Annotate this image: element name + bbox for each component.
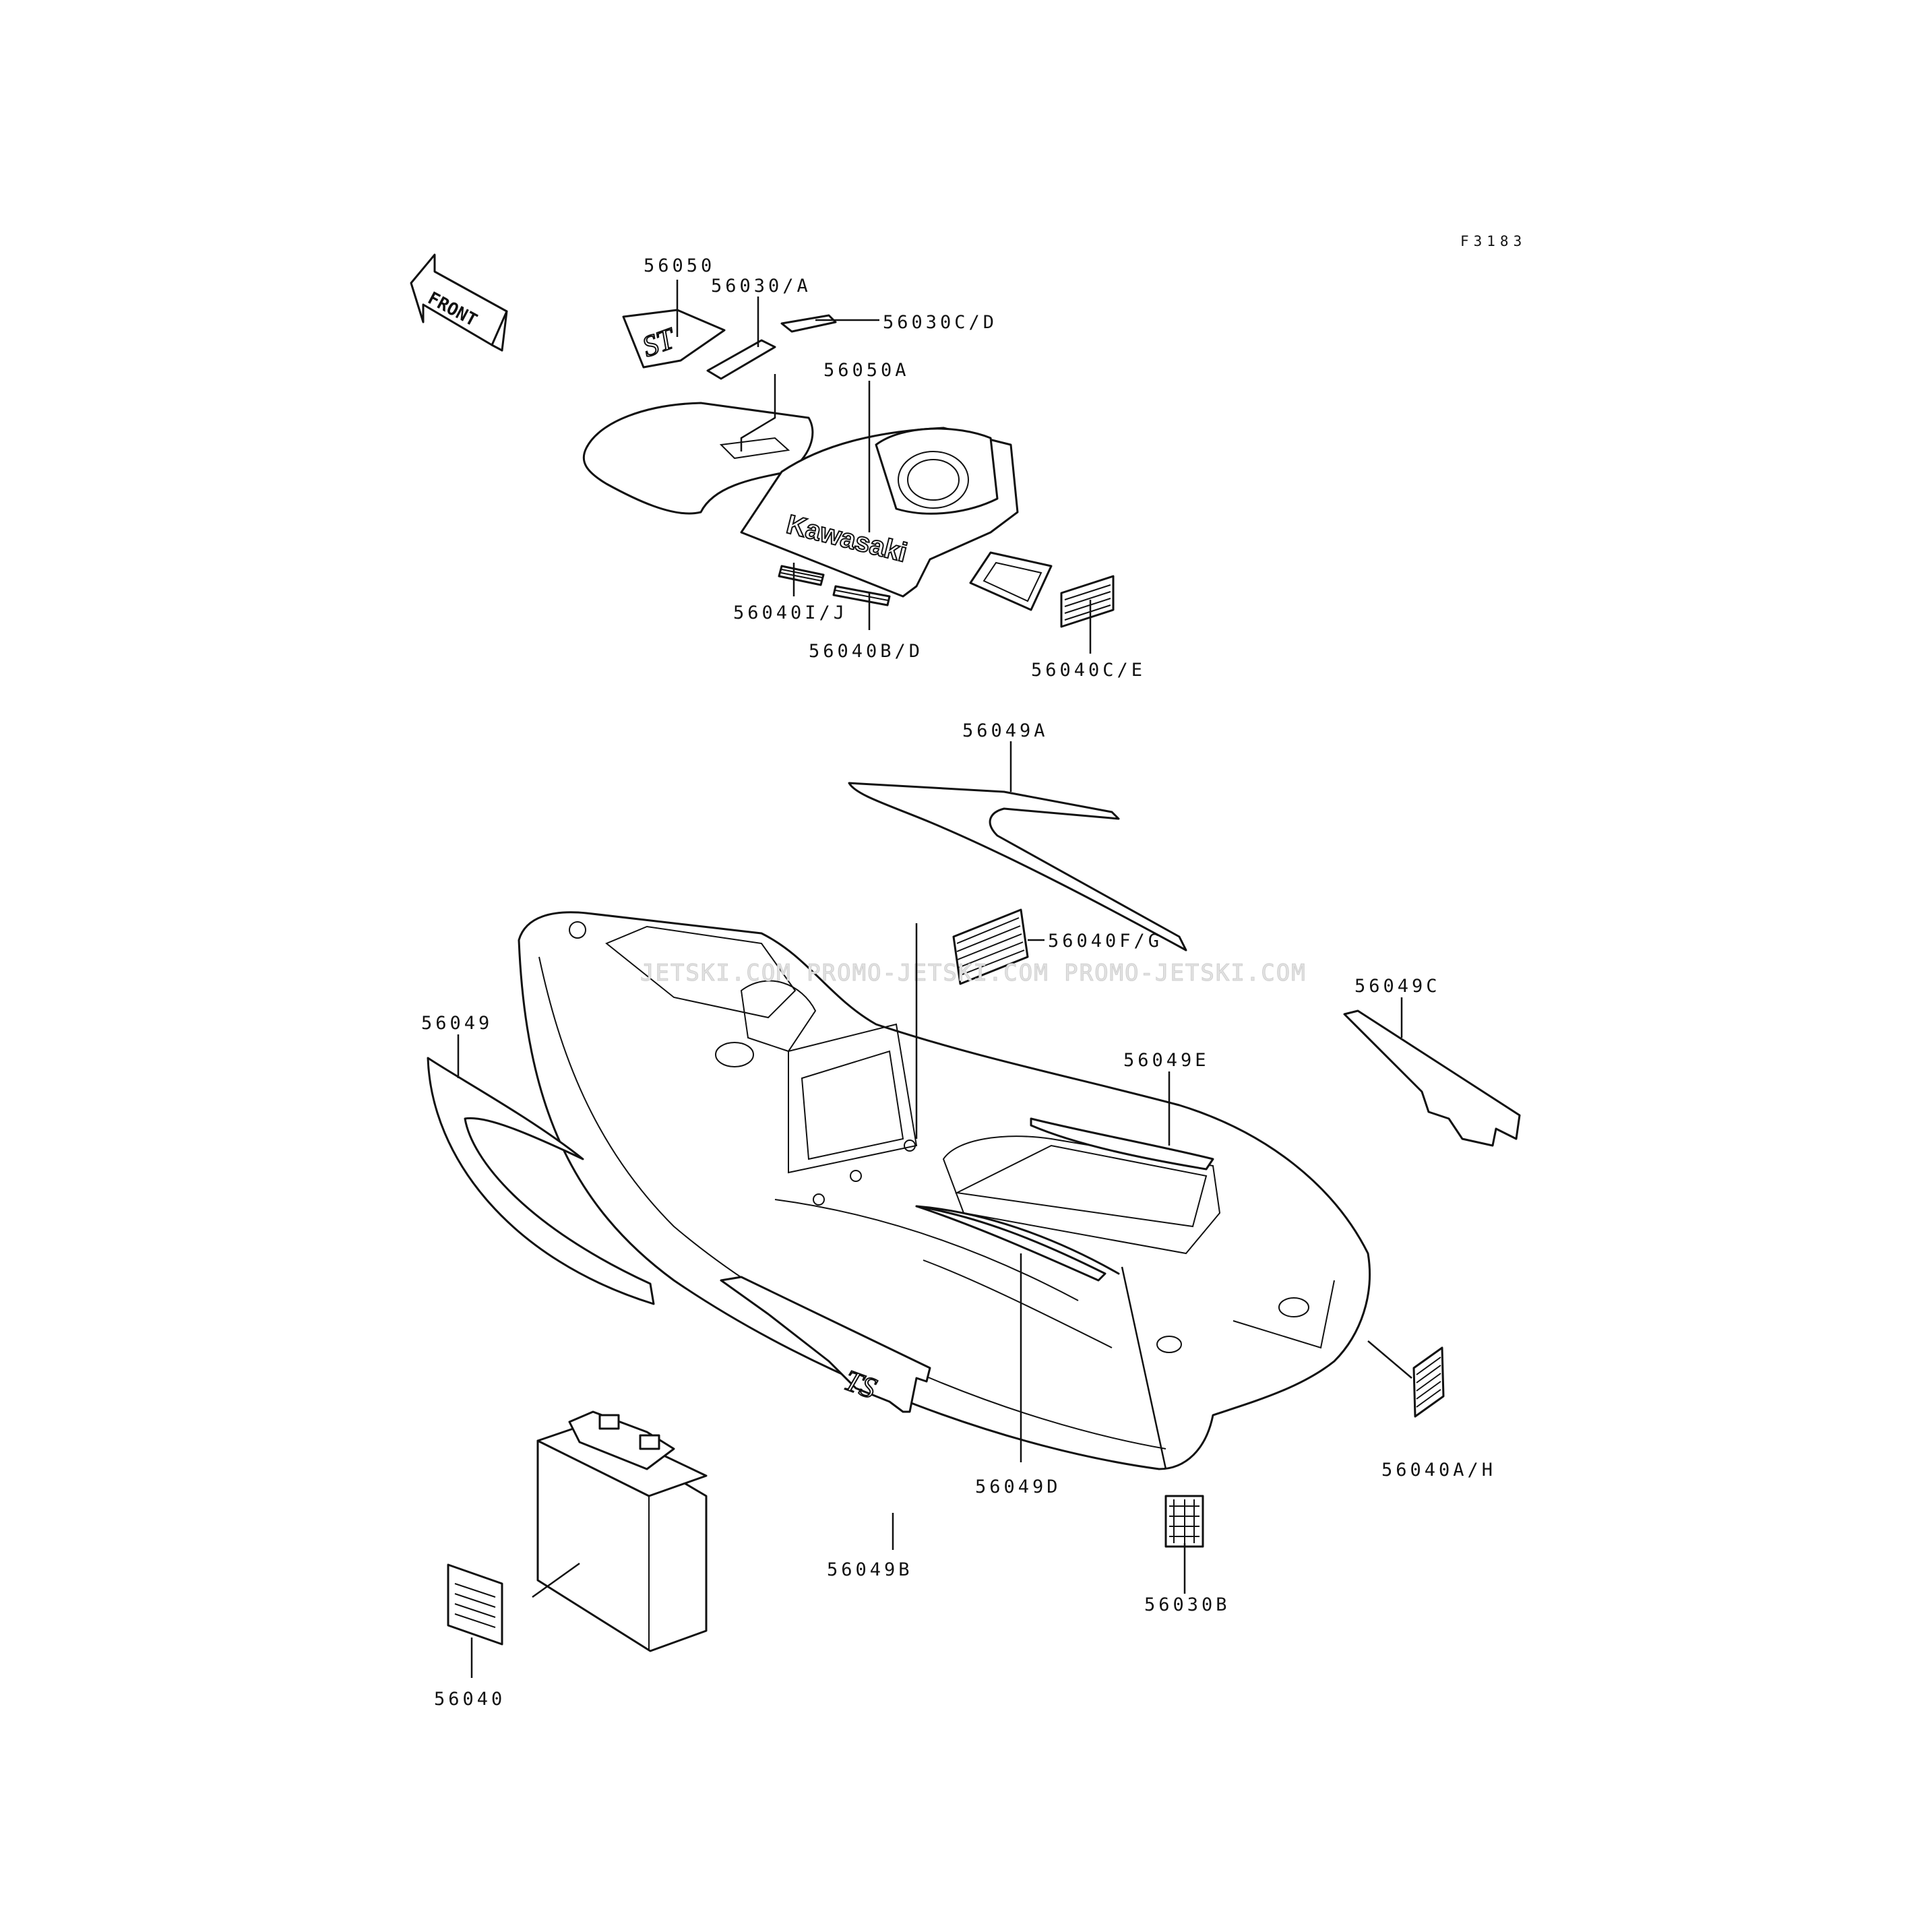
hood-decal-hatch	[778, 565, 891, 606]
part-label-56040c-e: 56040C/E	[1031, 660, 1146, 681]
decal-56049a-drawing	[848, 782, 1187, 952]
decal-56030cd-drawing	[780, 314, 837, 333]
decal-56030a-drawing	[706, 339, 776, 380]
decal-56050-drawing: ST	[622, 309, 726, 369]
part-label-56049d: 56049D	[975, 1476, 1061, 1497]
part-label-56040i-j: 56040I/J	[733, 602, 848, 623]
decal-56030b-drawing	[1164, 1495, 1204, 1548]
front-arrow-icon: FRONT	[410, 253, 508, 352]
battery-drawing	[536, 1410, 708, 1652]
part-label-56050: 56050	[644, 255, 715, 276]
leader-lines	[457, 280, 1412, 1678]
part-label-56040a-h: 56040A/H	[1381, 1460, 1496, 1481]
part-label-56050a: 56050A	[823, 360, 910, 381]
decal-56049e-drawing	[1030, 1117, 1214, 1171]
decal-56040-drawing	[447, 1563, 503, 1646]
decal-56049d-drawing	[915, 1205, 1107, 1282]
figure-id: F3183	[1460, 233, 1526, 249]
part-label-56030c-d: 56030C/D	[883, 312, 997, 333]
hull-drawing	[518, 911, 1371, 1470]
decal-56040fg-drawing	[952, 908, 1029, 985]
part-label-56049: 56049	[421, 1013, 493, 1034]
part-label-56049b: 56049B	[827, 1559, 913, 1580]
part-label-56040b-d: 56040B/D	[809, 641, 923, 662]
decal-56049-drawing	[427, 1057, 655, 1305]
decal-56040ce-drawing	[1060, 575, 1115, 628]
part-label-56049a: 56049A	[962, 720, 1049, 741]
part-labels: 56050 56030/A 56030C/D 56050A 56040I/J 5…	[421, 255, 1496, 1710]
part-label-56049e: 56049E	[1123, 1050, 1210, 1071]
hood-assembly-drawing: Kawasaki	[582, 402, 1053, 611]
decal-56040ah-drawing	[1412, 1346, 1445, 1418]
part-label-56030-a: 56030/A	[711, 276, 811, 297]
part-label-56030b: 56030B	[1144, 1594, 1230, 1615]
part-label-56040f-g: 56040F/G	[1048, 931, 1162, 952]
part-label-56049c: 56049C	[1354, 976, 1441, 997]
part-label-56040: 56040	[434, 1689, 505, 1710]
watermark: JETSKI.COM PROMO-JETSKI.COM PROMO-JETSKI…	[640, 960, 1307, 987]
decal-56049c-drawing	[1343, 1009, 1521, 1147]
